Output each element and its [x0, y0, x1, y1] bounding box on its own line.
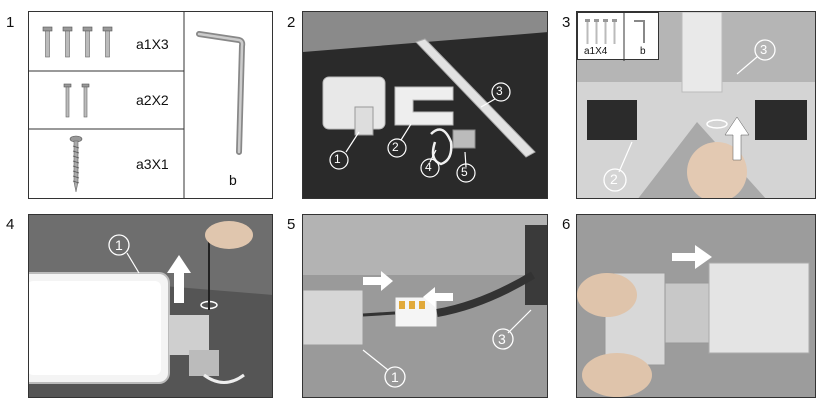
inset-label-b: b — [640, 46, 646, 57]
callout-circles — [329, 82, 511, 183]
cable-sleeve-image — [436, 271, 536, 317]
hand-image — [687, 142, 747, 198]
right-arrow-icon — [363, 271, 393, 291]
screw-bag-part — [452, 129, 476, 149]
callout-circle-3 — [754, 39, 776, 61]
up-arrow-icon — [167, 255, 191, 303]
step-number-3: 3 — [562, 14, 571, 31]
step4-photo: 1 — [28, 214, 273, 398]
short-screws-icon — [585, 19, 617, 44]
short-screws-icon — [42, 26, 113, 58]
part-label-a3: a3X1 — [136, 156, 169, 172]
part-label-a1: a1X3 — [136, 36, 169, 52]
callout-1: 1 — [334, 152, 341, 166]
inset-label-a: a1X4 — [584, 46, 608, 57]
callout-3: 3 — [496, 84, 503, 98]
pole-sleeve-image — [604, 262, 810, 366]
left-arrow-icon — [423, 287, 453, 307]
parts-table: a1X3 a2X2 a3X1 b — [28, 11, 273, 199]
callout-3: 3 — [498, 331, 506, 347]
bracket-part — [394, 86, 454, 126]
tool-label-b: b — [229, 172, 237, 188]
wood-screw-icon — [69, 135, 83, 193]
hand-image-lower — [582, 353, 652, 397]
lamp-bracket-image — [525, 225, 547, 305]
callout-2: 2 — [392, 140, 399, 154]
bracket-image — [189, 350, 219, 376]
cable-part — [430, 128, 453, 166]
callout-5: 5 — [461, 165, 468, 179]
callout-4: 4 — [425, 160, 432, 174]
callout-1: 1 — [115, 237, 123, 253]
rotate-icon — [706, 119, 728, 129]
hand-image — [205, 221, 253, 249]
step-number-2: 2 — [287, 14, 296, 31]
medium-screws-icon — [63, 83, 90, 118]
step6-photo — [576, 214, 816, 398]
callout-circle-3 — [492, 328, 514, 350]
lamp-head-part — [322, 76, 386, 136]
step2-photo: 1 2 3 4 5 — [302, 11, 548, 199]
allen-key-icon — [196, 31, 246, 155]
allen-key-icon — [634, 20, 645, 43]
part-label-a2: a2X2 — [136, 92, 169, 108]
callout-circle-1 — [384, 366, 406, 388]
cable-image — [203, 373, 245, 384]
step-number-4: 4 — [6, 216, 15, 233]
pole-part — [415, 38, 536, 158]
up-arrow-icon — [724, 116, 750, 161]
step5-photo: 3 1 — [302, 214, 548, 398]
step-number-6: 6 — [562, 216, 571, 233]
step-number-1: 1 — [6, 14, 15, 31]
lamp-head-image — [29, 272, 209, 384]
parts-table-grid — [29, 12, 246, 198]
right-arrow-icon — [672, 245, 712, 269]
callout-2: 2 — [610, 171, 618, 187]
step-number-5: 5 — [287, 216, 296, 233]
callout-circle-2 — [603, 168, 627, 192]
step3-parts-inset: a1X4 b — [577, 12, 659, 61]
callout-1: 1 — [391, 369, 399, 385]
callout-circle-1 — [108, 234, 130, 256]
hand-image — [577, 273, 637, 317]
step3-photo: a1X4 b 3 2 — [576, 11, 816, 199]
pole-image — [303, 289, 364, 346]
callout-3: 3 — [760, 42, 768, 57]
